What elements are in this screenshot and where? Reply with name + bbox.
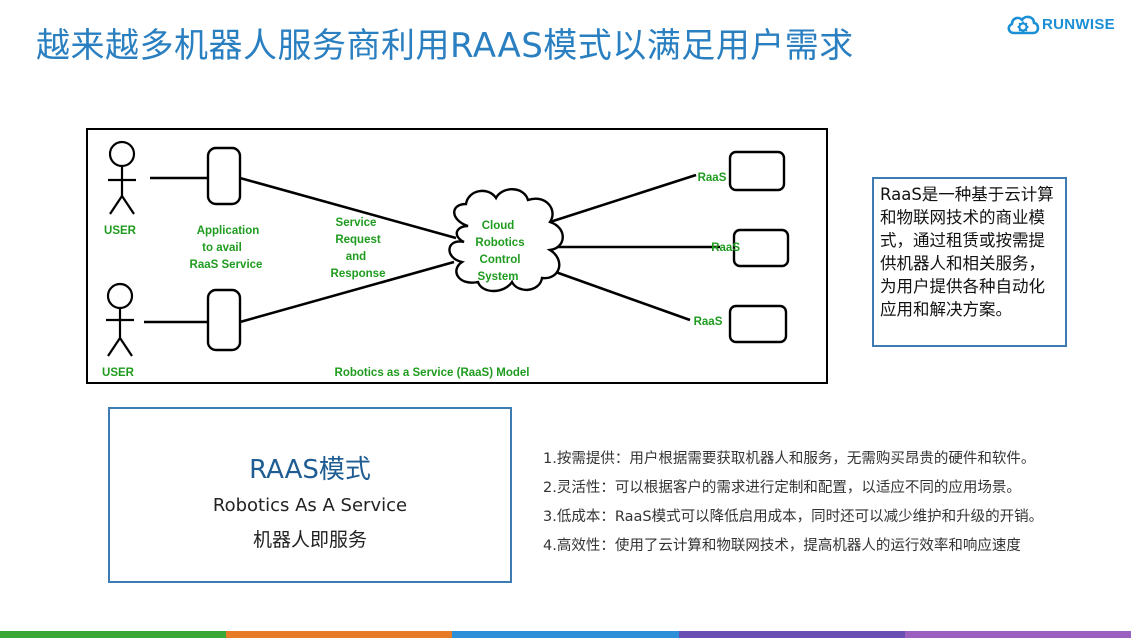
runwise-logo: RUNWISE [1006,10,1115,38]
robot-bottom [728,304,788,344]
raas-diagram: USER USER Application to avail RaaS Serv… [86,128,828,384]
cloud-label-line3: Control [480,254,521,266]
raas-diagram-svg: USER USER Application to avail RaaS Serv… [102,140,790,379]
mode-chinese: 机器人即服务 [252,529,367,551]
cloud-label-line4: System [478,271,519,283]
raas-label-bottom: RaaS [694,316,723,328]
bar-segment-2 [226,631,453,638]
feature-item: 4.高效性：使用了云计算和物联网技术，提高机器人的运行效率和响应速度 [543,538,1021,554]
feature-item: 2.灵活性：可以根据客户的需求进行定制和配置，以适应不同的应用场景。 [543,480,1021,496]
request-label-line1: Service [336,217,377,229]
device-top [206,146,242,206]
request-label-line3: and [346,251,366,263]
bar-segment-5 [904,631,1131,638]
device-bottom [206,288,242,352]
feature-item: 3.低成本：RaaS模式可以降低启用成本，同时还可以减少维护和升级的开销。 [543,509,1044,525]
user-label-bottom: USER [102,367,135,379]
app-label-line2: to avail [202,242,242,254]
request-label-line4: Response [331,268,386,280]
slide-title: 越来越多机器人服务商利用RAAS模式以满足用户需求 [36,26,854,66]
user-figure-top [108,140,136,215]
logo-text: RUNWISE [1042,15,1115,33]
robot-mid [732,228,790,268]
app-label-line1: Application [197,225,260,237]
cloud-shape [448,188,564,293]
mode-english: Robotics As A Service [212,495,408,516]
bar-segment-1 [0,631,227,638]
bottom-color-bar [0,631,1131,638]
feature-list: 1.按需提供：用户根据需要获取机器人和服务，无需购买昂贵的硬件和软件。 2.灵活… [543,446,1123,562]
bar-segment-4 [678,631,905,638]
app-label-line3: RaaS Service [190,259,263,271]
robot-top [728,150,786,192]
request-label-line2: Request [335,234,381,246]
cloud-gear-icon [1007,15,1040,35]
bar-segment-3 [452,631,679,638]
user-figure-bottom [106,282,134,357]
cloud-label-line2: Robotics [475,237,524,249]
feature-item: 1.按需提供：用户根据需要获取机器人和服务，无需购买昂贵的硬件和软件。 [543,451,1036,467]
mode-title: RAAS模式 [249,455,371,485]
raas-label-mid: RaaS [711,242,740,254]
raas-description: RaaS是一种基于云计算和物联网技术的商业模式，通过租赁或按需提供机器人和相关服… [872,177,1067,347]
user-label-top: USER [104,225,137,237]
diagram-caption: Robotics as a Service (RaaS) Model [335,367,530,379]
cloud-label-line1: Cloud [482,220,515,232]
raas-label-top: RaaS [698,172,727,184]
raas-mode-box: RAAS模式 Robotics As A Service 机器人即服务 [108,407,512,583]
